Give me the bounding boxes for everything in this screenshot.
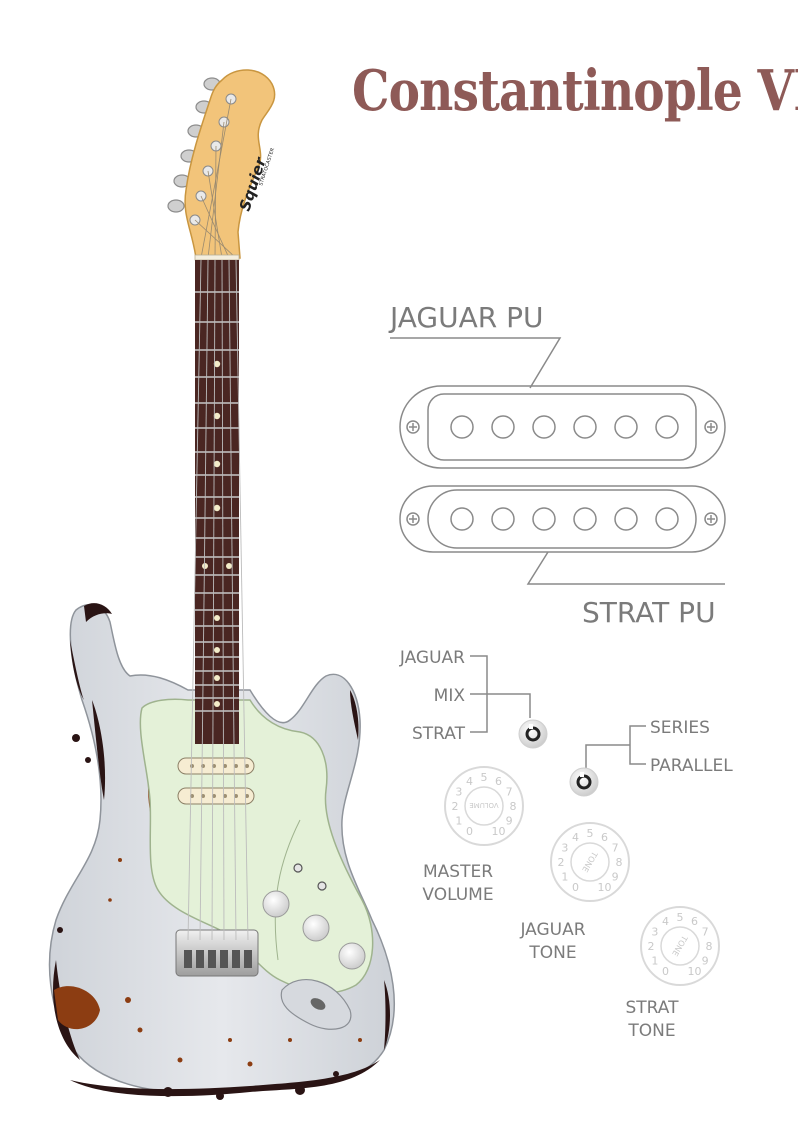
title-text: Constantinople VR <box>352 58 798 124</box>
knob-cap <box>570 842 610 882</box>
relic-wear <box>53 603 390 1100</box>
knob-scale-number: 8 <box>616 856 623 869</box>
knob-scale-number: 3 <box>455 786 462 799</box>
knob-label-strat-1: STRAT <box>626 998 680 1018</box>
fret-markers <box>202 360 232 707</box>
bridge <box>175 929 259 977</box>
knob-scale-number: 9 <box>506 815 513 828</box>
toggle-switch-icon <box>569 767 599 797</box>
knob-rim <box>444 766 524 846</box>
knob-scale-number: 5 <box>481 771 488 784</box>
selector-option-strat: STRAT <box>412 724 466 744</box>
knob-cap <box>660 926 700 966</box>
knob-face-text: VOLUME <box>469 801 498 809</box>
knob-scale-number: 8 <box>706 940 713 953</box>
knob-rim <box>550 822 630 902</box>
knob-scale-number: 2 <box>452 800 459 813</box>
knob-scale-number: 6 <box>495 775 502 788</box>
knob-cap <box>464 786 504 826</box>
knob-scale-number: 0 <box>466 825 473 838</box>
jaguar-pu-label: JAGUAR PU <box>388 301 544 334</box>
wiring-option-parallel: PARALLEL <box>650 756 733 776</box>
knob-scale-number: 1 <box>455 815 462 828</box>
knob-scale-number: 4 <box>662 915 669 928</box>
knob-scale-number: 2 <box>648 940 655 953</box>
knob-scale-number: 2 <box>558 856 565 869</box>
knob-scale-number: 0 <box>662 965 669 978</box>
strat-pickup <box>399 485 726 553</box>
knob-scale-number: 7 <box>612 842 619 855</box>
selector-option-jaguar: JAGUAR <box>399 648 465 668</box>
knob-scale-number: 5 <box>677 911 684 924</box>
knob-rim <box>640 906 720 986</box>
knob-scale-number: 10 <box>492 825 506 838</box>
knob-scale-number: 4 <box>572 831 579 844</box>
knob-scale-number: 10 <box>688 965 702 978</box>
knob-scale-number: 10 <box>598 881 612 894</box>
knob-scale-number: 6 <box>691 915 698 928</box>
guitar-illustration: Squier STRATOCASTER <box>48 69 395 1100</box>
knob-label-strat-2: TONE <box>627 1021 675 1041</box>
knob-scale-number: 4 <box>466 775 473 788</box>
knob-scale-number: 7 <box>702 926 709 939</box>
strat-pu-label: STRAT PU <box>582 596 716 629</box>
selector-option-mix: MIX <box>434 686 466 706</box>
guitar-controls <box>262 863 366 1030</box>
knob-label-master-2: VOLUME <box>422 885 493 905</box>
knob-scale-number: 3 <box>561 842 568 855</box>
toggle-switch-icon <box>518 719 548 749</box>
knob-scale-number: 5 <box>587 827 594 840</box>
mounting-screw-icon <box>406 512 420 526</box>
mounting-screw-icon <box>704 420 718 434</box>
knob-scale-number: 0 <box>572 881 579 894</box>
knob-scale-number: 9 <box>612 871 619 884</box>
knob-label-jaguar-1: JAGUAR <box>519 920 585 940</box>
mounting-screw-icon <box>704 512 718 526</box>
knob-label-master-1: MASTER <box>423 862 493 882</box>
knob-scale-number: 1 <box>651 955 658 968</box>
strings <box>187 259 249 941</box>
knob-scale-number: 7 <box>506 786 513 799</box>
jaguar-pickup <box>399 385 726 469</box>
wiring-option-series: SERIES <box>650 718 710 738</box>
knob-scale-number: 1 <box>561 871 568 884</box>
knob-label-jaguar-2: TONE <box>528 943 576 963</box>
knob-scale-number: 8 <box>510 800 517 813</box>
wiring-diagram <box>390 337 726 770</box>
knob-scale-number: 9 <box>702 955 709 968</box>
knob-scale-number: 6 <box>601 831 608 844</box>
mounting-screw-icon <box>406 420 420 434</box>
knob-scale-number: 3 <box>651 926 658 939</box>
